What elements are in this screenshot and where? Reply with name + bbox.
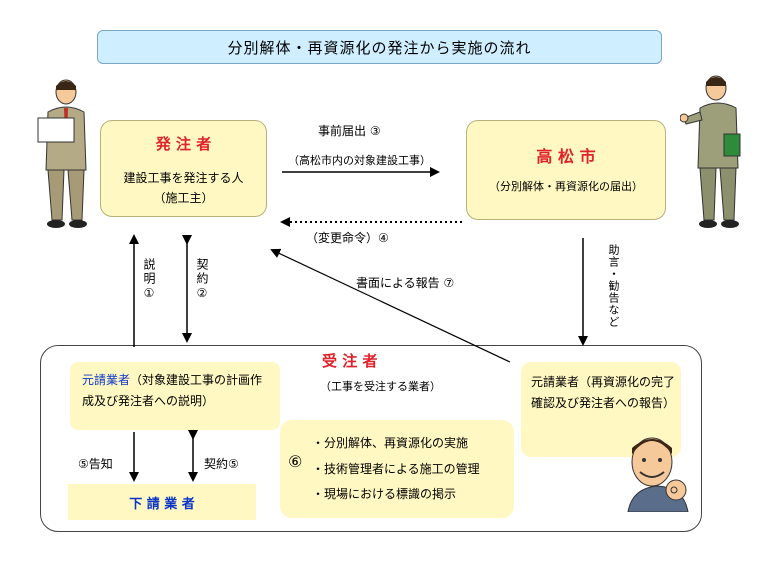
- businessman-greeting-figure: [680, 75, 741, 228]
- orderer-box: 発 注 者 建設工事を発注する人 （施工主）: [100, 120, 267, 217]
- orderer-name: 発 注 者: [155, 135, 212, 153]
- contract-label: 契約②: [195, 258, 209, 302]
- prime-plan-box: 元請業者（対象建設工事の計画作成及び発注者への説明）: [70, 362, 280, 430]
- prime-report-label: 元請業者: [531, 375, 580, 389]
- task-item-2: ・技術管理者による施工の管理: [312, 462, 480, 476]
- task-item-3: ・現場における標識の掲示: [312, 487, 457, 501]
- explain-label: 説明①: [142, 258, 156, 302]
- businessman-with-sign-figure: [37, 79, 87, 228]
- notice-sub-label: （高松市内の対象建設工事）: [288, 154, 431, 167]
- subcontractor-box: 下 請 業 者: [68, 484, 256, 520]
- orderer-desc: 建設工事を発注する人: [123, 171, 244, 185]
- tasks-number: ⑥: [288, 452, 303, 471]
- diagram-title: 分別解体・再資源化の発注から実施の流れ: [97, 30, 662, 64]
- tasks-box: ⑥ ・分別解体、再資源化の実施 ・技術管理者による施工の管理 ・現場における標識…: [280, 420, 514, 518]
- city-desc: （分別解体・再資源化の届出）: [489, 180, 643, 193]
- subcontract-label: 契約⑤: [204, 457, 239, 471]
- city-name: 高 松 市: [536, 147, 596, 166]
- contractor-desc: （工事を受注する業者）: [320, 380, 441, 393]
- contractor-name: 受 注 者: [322, 352, 378, 370]
- notify-label: ⑤告知: [78, 457, 113, 471]
- written-report-label: 書面による報告 ⑦: [356, 276, 455, 290]
- task-item-1: ・分別解体、再資源化の実施: [312, 436, 469, 450]
- prime-plan-label: 元請業者: [82, 373, 131, 387]
- change-order-label: （変更命令）④: [306, 231, 389, 245]
- written-report-arrow: [270, 248, 511, 363]
- notice-label: 事前届出 ③: [318, 124, 381, 138]
- subcontractor-name: 下 請 業 者: [129, 497, 195, 512]
- prime-plan-text: （対象建設工事の計画作成及び発注者への説明）: [82, 373, 263, 408]
- prime-report-text: （再資源化の完了確認及び発注者への報告）: [531, 375, 676, 410]
- city-box: 高 松 市 （分別解体・再資源化の届出）: [466, 120, 666, 220]
- advice-label: 助言・勧告など: [607, 244, 620, 328]
- orderer-sub: （施工主）: [153, 191, 214, 205]
- smiling-man-ok-sign-figure: [627, 437, 689, 512]
